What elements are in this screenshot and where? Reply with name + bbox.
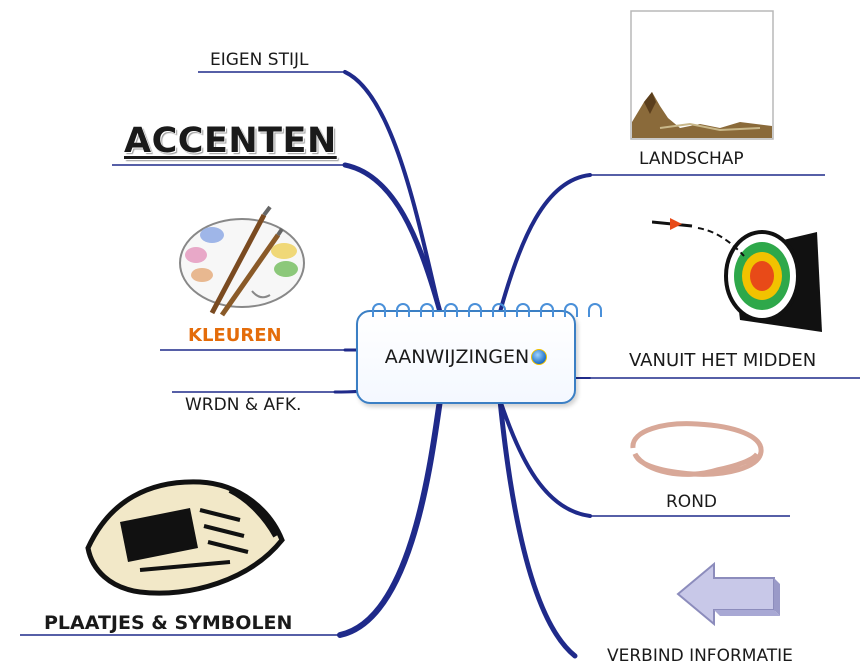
ring: [420, 303, 434, 317]
loop-icon: [630, 421, 764, 477]
ring: [396, 303, 410, 317]
central-topic-label: AANWIJZINGEN: [384, 346, 530, 368]
newspaper-icon: [85, 479, 285, 596]
branch-accenten: [342, 162, 443, 315]
notebook-rings: [372, 303, 602, 317]
branch-landschap: [498, 173, 592, 314]
branch-label-plaatjes-symbolen: PLAATJES & SYMBOLEN: [44, 612, 293, 634]
ring: [372, 303, 386, 317]
branch-label-eigen-stijl: EIGEN STIJL: [210, 50, 309, 70]
arrow-left-icon: [676, 561, 780, 627]
ring: [588, 303, 602, 317]
ring: [492, 303, 506, 317]
target-dart-icon: [652, 218, 822, 332]
branch-eigen-stijl: [343, 70, 442, 314]
paint-palette-icon: [179, 205, 305, 317]
branch-label-accenten: ACCENTEN: [124, 121, 337, 161]
branch-label-kleuren: KLEUREN: [188, 325, 282, 346]
globe-icon: [531, 349, 548, 365]
branch-label-rond: ROND: [666, 492, 717, 512]
branch-label-landschap: LANDSCHAP: [639, 149, 744, 169]
ring: [516, 303, 530, 317]
ring: [564, 303, 578, 317]
landscape-picture-icon: [630, 10, 774, 140]
ring: [444, 303, 458, 317]
ring: [468, 303, 482, 317]
ring: [540, 303, 554, 317]
branch-rond: [498, 398, 592, 518]
branch-label-wrdn-afk: WRDN & AFK.: [185, 395, 302, 415]
branch-plaatjes: [337, 397, 443, 638]
branch-label-verbind-informatie: VERBIND INFORMATIE: [607, 646, 793, 666]
branch-label-vanuit-het-midden: VANUIT HET MIDDEN: [629, 350, 817, 371]
branch-verbind: [497, 397, 578, 659]
central-topic-node[interactable]: AANWIJZINGEN: [356, 303, 602, 404]
